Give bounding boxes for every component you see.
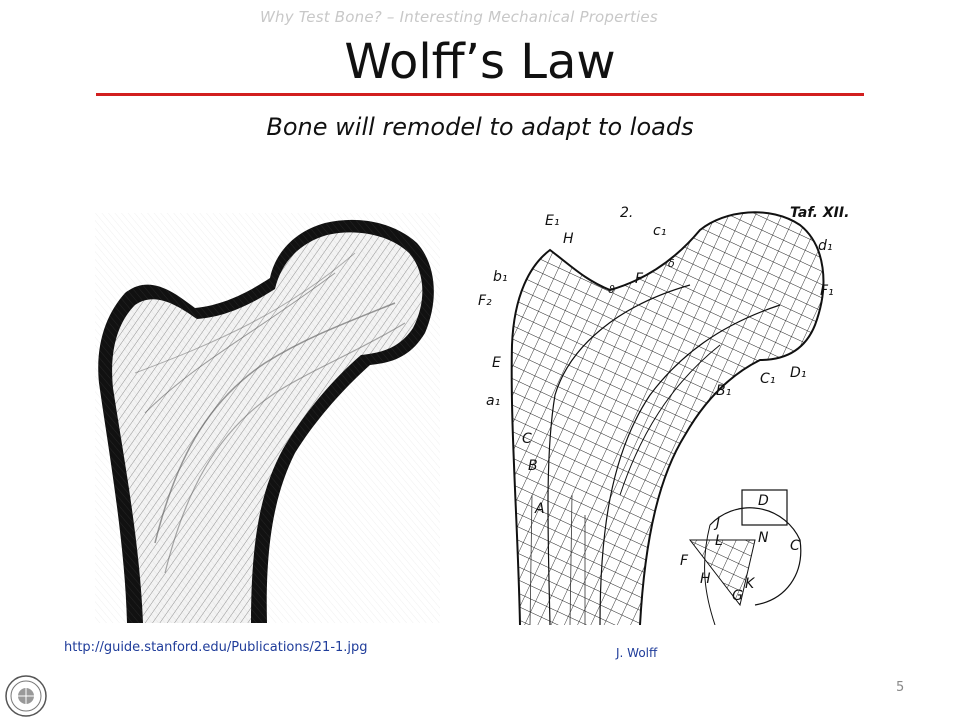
label-theta: ϑ — [608, 283, 615, 296]
header-note: Why Test Bone? – Interesting Mechanical … — [260, 8, 658, 26]
wolff-trajectory-drawing: 2. Taf. XII. E₁ H c₁ d₁ b₁ F₂ F F₁ E a₁ … — [478, 205, 849, 625]
university-seal-icon — [5, 675, 47, 717]
label-a: A — [534, 501, 545, 517]
drawing-credit: J. Wolff — [616, 646, 658, 660]
label-b1: b₁ — [493, 269, 508, 285]
label-e1: E₁ — [545, 213, 559, 229]
label-b: B — [528, 458, 538, 474]
label-f1: F₁ — [820, 283, 834, 299]
label-inset-j: J — [713, 515, 720, 531]
label-inset-g: G — [732, 588, 743, 604]
label-h: H — [563, 231, 574, 247]
label-inset-n: N — [758, 530, 769, 546]
label-inset-l: L — [715, 533, 723, 549]
label-a1: a₁ — [486, 393, 500, 409]
plate-label: Taf. XII. — [790, 205, 849, 221]
slide-title: Wolff’s Law — [344, 34, 616, 90]
label-f: F — [635, 271, 644, 287]
label-c: C — [522, 431, 532, 447]
femur-section-photo — [95, 213, 440, 623]
label-e: E — [492, 355, 501, 371]
label-inset-c: C — [790, 538, 800, 554]
label-inset-f: F — [680, 553, 689, 569]
slide-subtitle: Bone will remodel to adapt to loads — [266, 113, 694, 141]
inset-diagram — [688, 489, 802, 625]
label-d1-upper: D₁ — [790, 365, 806, 381]
label-f2: F₂ — [478, 293, 492, 309]
page-number: 5 — [896, 680, 905, 695]
plate-number: 2. — [620, 205, 633, 221]
label-inset-d: D — [758, 493, 769, 509]
label-c1-upper: C₁ — [760, 371, 775, 387]
label-inset-h: H — [700, 571, 711, 587]
label-c1: c₁ — [653, 223, 666, 239]
label-delta: δ — [668, 257, 675, 270]
title-underline — [96, 93, 864, 96]
source-link[interactable]: http://guide.stanford.edu/Publications/2… — [64, 640, 368, 655]
label-d1: d₁ — [818, 238, 833, 254]
label-inset-k: K — [745, 576, 756, 592]
label-b1-upper: B₁ — [716, 383, 731, 399]
